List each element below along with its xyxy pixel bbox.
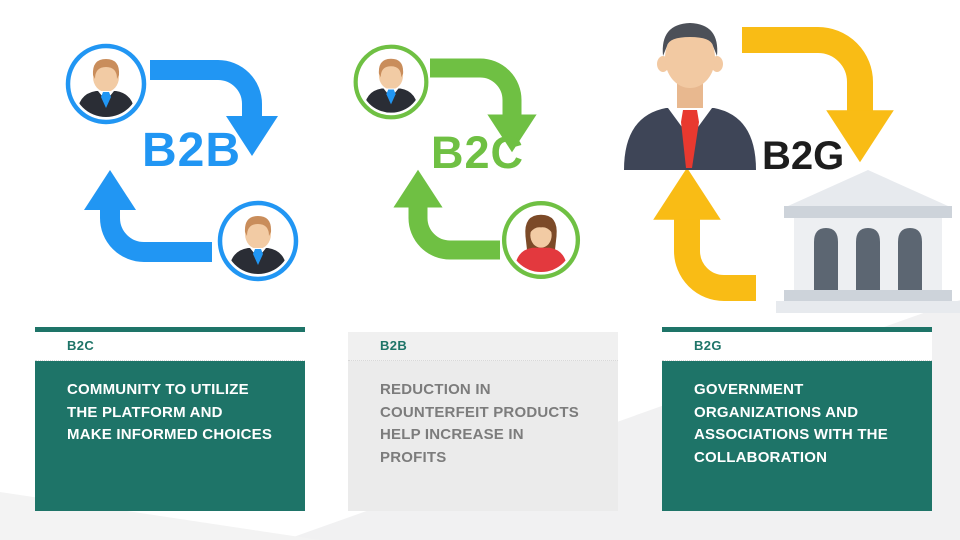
- card-b2b: B2B REDUCTION IN COUNTERFEIT PRODUCTS HE…: [348, 327, 618, 511]
- businessman-avatar: [353, 44, 429, 120]
- b2c-label: B2C: [431, 127, 525, 178]
- card-text: GOVERNMENT ORGANIZATIONS AND ASSOCIATION…: [662, 361, 932, 511]
- businessman-avatar: [65, 43, 147, 125]
- card-b2g: B2G GOVERNMENT ORGANIZATIONS AND ASSOCIA…: [662, 327, 932, 511]
- businesswoman-avatar: [501, 200, 581, 280]
- card-text: COMMUNITY TO UTILIZE THE PLATFORM AND MA…: [35, 361, 305, 511]
- card-accent-bar: [662, 327, 932, 332]
- card-tag: B2C: [35, 332, 305, 361]
- b2b-cycle-arrows: [84, 60, 278, 262]
- b2g-cycle-arrows: [653, 27, 894, 301]
- government-official-icon: [624, 23, 756, 170]
- card-b2c: B2C COMMUNITY TO UTILIZE THE PLATFORM AN…: [35, 327, 305, 511]
- b2g-label: B2G: [762, 134, 845, 178]
- card-tag: B2B: [348, 332, 618, 361]
- businessman-avatar: [217, 200, 299, 282]
- bank-building-icon: [776, 170, 960, 313]
- card-tag: B2G: [662, 332, 932, 361]
- b2c-cycle-arrows: [393, 58, 537, 260]
- card-text: REDUCTION IN COUNTERFEIT PRODUCTS HELP I…: [348, 361, 618, 511]
- card-accent-bar: [35, 327, 305, 332]
- b2b-label: B2B: [142, 124, 242, 177]
